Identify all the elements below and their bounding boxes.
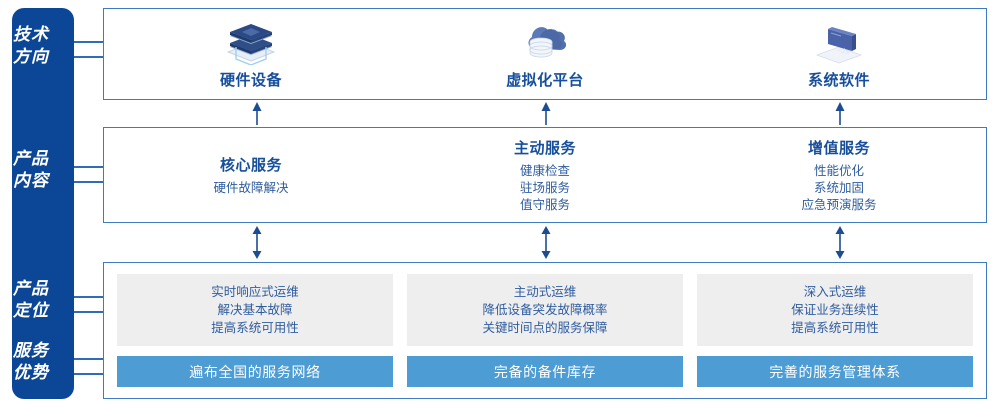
server-stack-icon xyxy=(220,19,282,65)
product-column-item: 性能优化 xyxy=(813,163,864,178)
tech-item-label: 硬件设备 xyxy=(219,71,282,89)
position-points-box: 实时响应式运维 解决基本故障 提高系统可用性 xyxy=(117,274,393,346)
position-point: 关键时间点的服务保障 xyxy=(482,321,608,335)
sidebar-label-line1: 产品 xyxy=(13,279,49,298)
connector-line-product-a xyxy=(74,166,104,168)
product-column-item: 值守服务 xyxy=(519,197,570,212)
tech-item-label: 系统软件 xyxy=(807,71,870,89)
position-point: 实时响应式运维 xyxy=(211,285,299,299)
sidebar-label-line2: 内容 xyxy=(13,171,49,190)
product-content-panel: 核心服务 硬件故障解决 主动服务 健康检查 驻场服务 值守服务 增值服务 性能优… xyxy=(103,127,987,223)
tech-direction-panel: 硬件设备 虚拟化平台 xyxy=(103,8,987,100)
product-column-title: 主动服务 xyxy=(513,139,576,157)
tech-item-virtualization[interactable]: 虚拟化平台 xyxy=(398,9,692,99)
product-column-title: 核心服务 xyxy=(219,156,282,174)
sidebar-label-line1: 服务 xyxy=(13,341,49,360)
position-column-deep[interactable]: 深入式运维 保证业务连续性 提高系统可用性 完善的服务管理体系 xyxy=(697,274,973,387)
connector-line-product-b xyxy=(74,181,104,183)
sidebar-label-line2: 优势 xyxy=(13,363,49,382)
arrow-double-core xyxy=(250,226,264,259)
connector-line-advantage-b xyxy=(74,373,104,375)
connector-line-tech-b xyxy=(74,56,104,58)
service-advantage-bar[interactable]: 完善的服务管理体系 xyxy=(697,356,973,387)
category-sidebar xyxy=(12,8,74,399)
arrow-up-hardware xyxy=(250,102,264,125)
position-point: 解决基本故障 xyxy=(217,303,293,317)
connector-line-position-b xyxy=(74,311,104,313)
sidebar-label-tech-direction: 技术 方向 xyxy=(0,24,62,68)
arrow-double-value-added xyxy=(833,226,847,259)
product-column-value-added[interactable]: 增值服务 性能优化 系统加固 应急预演服务 xyxy=(692,128,986,222)
product-column-item: 应急预演服务 xyxy=(801,197,877,212)
arrow-double-proactive xyxy=(539,226,553,259)
position-point: 保证业务连续性 xyxy=(791,303,879,317)
service-advantage-bar[interactable]: 遍布全国的服务网络 xyxy=(117,356,393,387)
tech-item-hardware[interactable]: 硬件设备 xyxy=(104,9,398,99)
position-column-proactive[interactable]: 主动式运维 降低设备突发故障概率 关键时间点的服务保障 完备的备件库存 xyxy=(407,274,683,387)
sidebar-label-service-advantage: 服务 优势 xyxy=(0,340,62,384)
position-points-box: 主动式运维 降低设备突发故障概率 关键时间点的服务保障 xyxy=(407,274,683,346)
product-column-item: 硬件故障解决 xyxy=(213,180,289,195)
service-advantage-bar[interactable]: 完备的备件库存 xyxy=(407,356,683,387)
product-column-core[interactable]: 核心服务 硬件故障解决 xyxy=(104,128,398,222)
sidebar-label-line1: 产品 xyxy=(13,149,49,168)
sidebar-label-product-position: 产品 定位 xyxy=(0,278,62,322)
product-column-proactive[interactable]: 主动服务 健康检查 驻场服务 值守服务 xyxy=(398,128,692,222)
svg-text:</>: </> xyxy=(838,45,850,57)
connector-line-position-a xyxy=(74,296,104,298)
position-point: 降低设备突发故障概率 xyxy=(482,303,608,317)
sidebar-label-product-content: 产品 内容 xyxy=(0,148,62,192)
tech-item-label: 虚拟化平台 xyxy=(506,71,584,89)
sidebar-label-line2: 定位 xyxy=(13,301,49,320)
connector-line-advantage-a xyxy=(74,358,104,360)
position-point: 主动式运维 xyxy=(513,285,577,299)
sidebar-label-line2: 方向 xyxy=(13,47,49,66)
arrow-up-virtualization xyxy=(539,102,553,125)
tech-item-system-software[interactable]: </> 系统软件 xyxy=(692,9,986,99)
position-point: 深入式运维 xyxy=(803,285,867,299)
product-position-panel: 实时响应式运维 解决基本故障 提高系统可用性 遍布全国的服务网络 主动式运维 降… xyxy=(103,262,987,399)
product-column-item: 系统加固 xyxy=(813,180,864,195)
arrow-up-system-software xyxy=(833,102,847,125)
position-column-realtime[interactable]: 实时响应式运维 解决基本故障 提高系统可用性 遍布全国的服务网络 xyxy=(117,274,393,387)
product-column-title: 增值服务 xyxy=(807,139,870,157)
cloud-database-icon xyxy=(514,19,576,65)
position-point: 提高系统可用性 xyxy=(211,321,299,335)
laptop-code-icon: </> xyxy=(808,19,870,65)
position-point: 提高系统可用性 xyxy=(791,321,879,335)
product-column-item: 驻场服务 xyxy=(519,180,570,195)
connector-line-tech-a xyxy=(74,41,104,43)
product-column-item: 健康检查 xyxy=(519,163,570,178)
sidebar-label-line1: 技术 xyxy=(13,25,49,44)
position-points-box: 深入式运维 保证业务连续性 提高系统可用性 xyxy=(697,274,973,346)
